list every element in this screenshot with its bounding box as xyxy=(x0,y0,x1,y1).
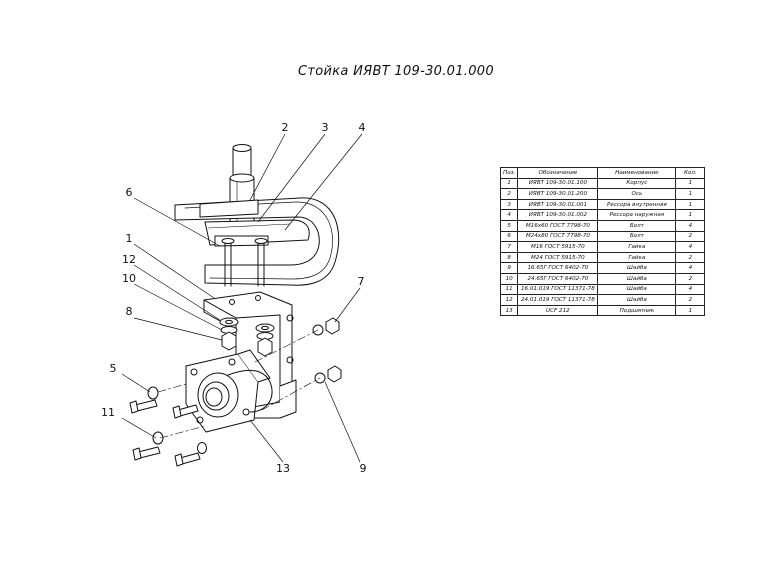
long-bolts xyxy=(221,238,268,287)
callout-2: 2 xyxy=(282,121,289,134)
cell-name: Рессора внутренняя xyxy=(597,198,677,211)
callout-11: 11 xyxy=(101,406,115,419)
cell-name: Болт xyxy=(597,219,677,232)
callout-3: 3 xyxy=(322,121,329,134)
cell-designation: UCF 212 xyxy=(517,304,599,317)
cell-designation: 24.01.019 ГОСТ 11371-78 xyxy=(517,294,599,306)
cell-name: Корпус xyxy=(597,177,677,190)
cell-name: Шайба xyxy=(597,262,677,274)
cell-pos: 5 xyxy=(499,219,519,232)
cell-name: Гайка xyxy=(597,251,677,264)
cell-qty: 1 xyxy=(675,188,706,200)
cell-name: Болт xyxy=(597,230,677,243)
header-qty: Кол. xyxy=(675,167,706,179)
cell-qty: 2 xyxy=(675,230,706,243)
cell-pos: 7 xyxy=(499,241,519,253)
exploded-assembly xyxy=(129,144,342,467)
cell-designation: ИЯВТ 109-30.01.001 xyxy=(517,198,599,211)
cell-qty: 4 xyxy=(675,241,706,253)
header-name: Наименование xyxy=(597,167,677,179)
cell-designation: ИЯВТ 109-30.01.100 xyxy=(517,177,599,190)
callout-numbers: 2 3 4 6 1 12 10 8 5 11 7 9 13 xyxy=(101,121,367,475)
cell-designation: М16х60 ГОСТ 7798-70 xyxy=(517,219,599,232)
cell-designation: ИЯВТ 109-30.01.200 xyxy=(517,188,599,200)
cell-name: Гайка xyxy=(597,241,677,253)
drawing-title: Стойка ИЯВТ 109-30.01.000 xyxy=(298,64,494,79)
cell-name: Шайба xyxy=(597,283,677,296)
cell-qty: 2 xyxy=(675,294,706,306)
callout-10: 10 xyxy=(122,272,136,285)
cell-pos: 11 xyxy=(499,283,519,296)
cell-qty: 2 xyxy=(675,272,706,285)
cell-designation: ИЯВТ 109-30.01.002 xyxy=(517,209,599,221)
callout-4: 4 xyxy=(359,121,366,134)
nuts-washers-left xyxy=(219,317,275,357)
callout-9: 9 xyxy=(360,462,367,475)
cell-name: Подшипник xyxy=(597,304,677,317)
cell-qty: 1 xyxy=(675,198,706,211)
cell-designation: 16.65Г ГОСТ 6402-70 xyxy=(517,262,599,274)
cell-pos: 4 xyxy=(499,209,519,221)
header-designation: Обозначение xyxy=(517,167,599,179)
cell-name: Рессора наружная xyxy=(597,209,677,221)
leader-lines xyxy=(121,133,363,463)
cell-qty: 1 xyxy=(675,177,706,190)
cell-name: Ось xyxy=(597,188,677,200)
cell-qty: 1 xyxy=(675,209,706,221)
callout-7: 7 xyxy=(358,275,365,288)
cell-name: Шайба xyxy=(597,294,677,306)
cell-pos: 13 xyxy=(499,304,519,317)
cell-designation: М16 ГОСТ 5915-70 xyxy=(517,241,599,253)
cell-pos: 12 xyxy=(499,294,519,306)
callout-13: 13 xyxy=(276,462,290,475)
spec-header-row: Поз. Обозначение Наименование Кол. xyxy=(499,167,706,179)
cell-designation: М24х80 ГОСТ 7798-70 xyxy=(517,230,599,243)
mounting-bolts xyxy=(129,386,207,467)
cell-designation: 16.01.019 ГОСТ 11371-78 xyxy=(517,283,599,296)
cell-pos: 2 xyxy=(499,188,519,200)
cell-pos: 8 xyxy=(499,251,519,264)
bearing-unit xyxy=(185,349,273,433)
callout-5: 5 xyxy=(110,362,117,375)
cell-designation: 24.65Г ГОСТ 6402-70 xyxy=(517,272,599,285)
cell-pos: 1 xyxy=(499,177,519,190)
right-nuts-washers xyxy=(312,317,342,384)
cell-qty: 1 xyxy=(675,304,706,317)
cell-pos: 9 xyxy=(499,262,519,274)
callout-8: 8 xyxy=(126,305,133,318)
cell-qty: 2 xyxy=(675,251,706,264)
center-lines xyxy=(157,329,321,439)
leaf-springs xyxy=(174,197,340,286)
cell-qty: 4 xyxy=(675,283,706,296)
cell-name: Шайба xyxy=(597,272,677,285)
cell-qty: 4 xyxy=(675,262,706,274)
header-pos: Поз. xyxy=(499,167,519,179)
callout-12: 12 xyxy=(122,253,136,266)
callout-1: 1 xyxy=(126,232,133,245)
cell-qty: 4 xyxy=(675,219,706,232)
cell-pos: 6 xyxy=(499,230,519,243)
cell-pos: 3 xyxy=(499,198,519,211)
cell-pos: 10 xyxy=(499,272,519,285)
callout-6: 6 xyxy=(126,186,133,199)
cell-designation: М24 ГОСТ 5915-70 xyxy=(517,251,599,264)
